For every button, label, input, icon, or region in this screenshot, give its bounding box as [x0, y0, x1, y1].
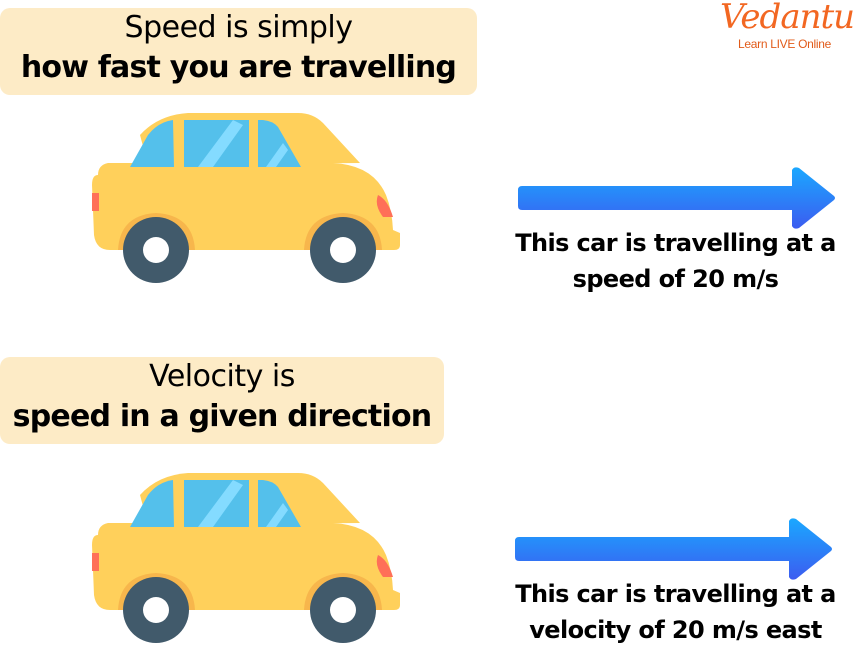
vedantu-logo: Vedantu Learn LIVE Online: [718, 0, 858, 56]
speed-heading-line1: Speed is simply: [124, 10, 353, 45]
logo-tagline: Learn LIVE Online: [738, 37, 831, 51]
speed-caption: This car is travelling at a speed of 20 …: [492, 225, 859, 297]
velocity-heading-line1: Velocity is: [149, 359, 295, 394]
speed-heading-line2: how fast you are travelling: [20, 50, 457, 85]
velocity-heading-line2: speed in a given direction: [12, 399, 432, 434]
velocity-caption-line2: velocity of 20 m/s east: [529, 616, 822, 644]
arrow-right-icon: [515, 518, 832, 580]
speed-caption-line2: speed of 20 m/s: [572, 265, 779, 293]
car-icon: [92, 473, 400, 643]
velocity-definition-box: Velocity is speed in a given direction: [0, 357, 444, 444]
speed-caption-line1: This car is travelling at a: [515, 229, 836, 257]
velocity-caption: This car is travelling at a velocity of …: [492, 576, 859, 648]
logo-brand-text: Vedantu: [720, 0, 855, 37]
car-icon: [92, 113, 400, 283]
arrow-right-icon: [518, 167, 835, 229]
velocity-caption-line1: This car is travelling at a: [515, 580, 836, 608]
speed-definition-box: Speed is simply how fast you are travell…: [0, 8, 477, 95]
